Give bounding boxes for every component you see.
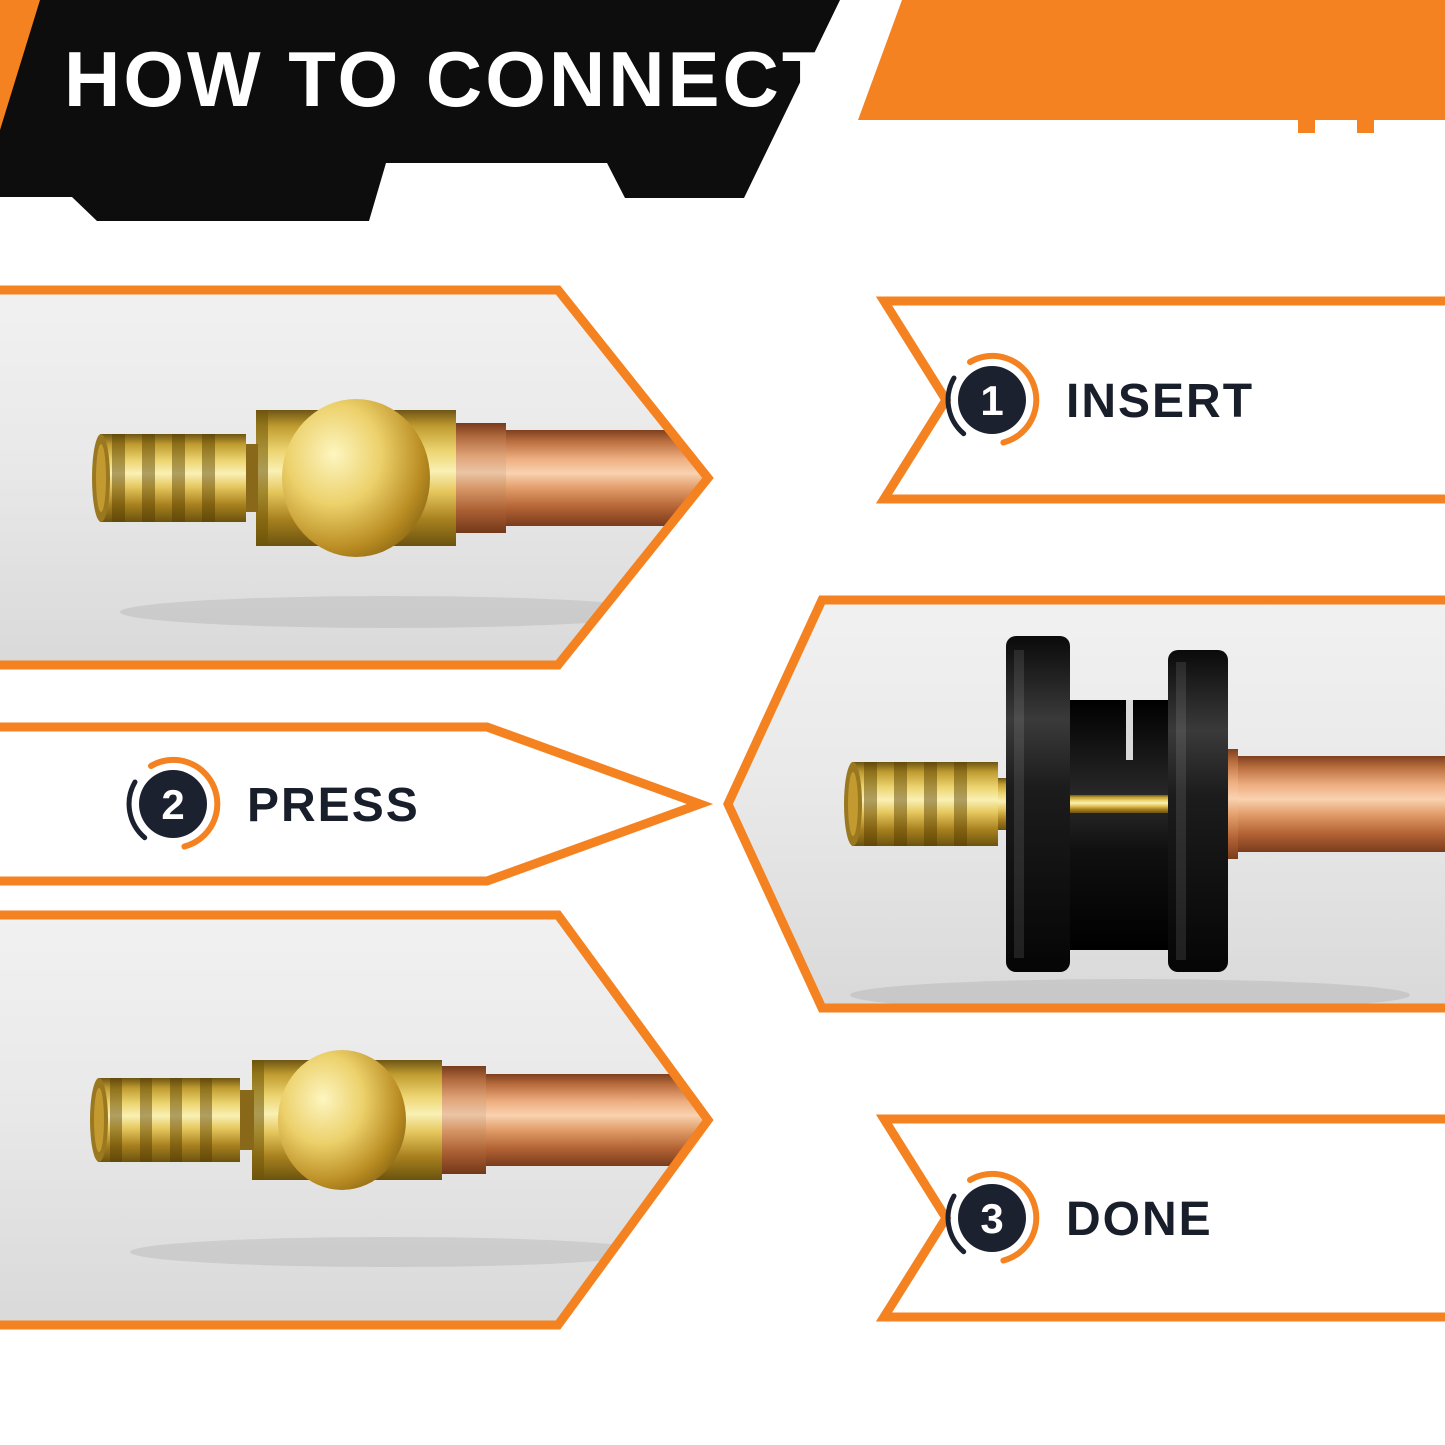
press-tool-right-flange <box>1168 650 1228 972</box>
fitting-illustration-step1 <box>92 399 708 628</box>
fitting3-endcap-inner <box>94 1088 104 1152</box>
step3-label-panel <box>875 1114 1445 1322</box>
fitting-illustration-step2 <box>844 636 1445 1008</box>
barb-groove <box>894 762 907 846</box>
fitting1-brass-bulge <box>282 399 430 557</box>
fitting2-shadow <box>850 979 1410 1008</box>
step3-number-circle <box>958 1184 1026 1252</box>
press-tool-left-flange <box>1006 636 1070 972</box>
header-banner <box>0 0 840 221</box>
step1-label-panel <box>875 296 1445 504</box>
badge-orange-arc-icon <box>148 756 221 850</box>
step3-number: 3 <box>980 1195 1003 1242</box>
step2-badge: 2 <box>126 756 221 850</box>
barb-groove <box>140 1078 152 1162</box>
barb-groove <box>112 434 125 522</box>
fitting3-brass-body-edge <box>252 1060 264 1180</box>
step1-badge: 1 <box>945 352 1040 446</box>
fitting3-brass-bulge <box>278 1050 406 1190</box>
fitting1-shadow <box>120 596 660 628</box>
step1-number-circle <box>958 366 1026 434</box>
fitting3-barb <box>98 1078 240 1162</box>
photo-panel-step1-border <box>0 285 714 670</box>
fitting1-brass-body-edge <box>256 410 268 546</box>
barb-groove <box>924 762 937 846</box>
fitting1-endcap-inner <box>96 444 106 512</box>
fitting3-neck-groove <box>238 1090 254 1150</box>
barb-groove <box>202 434 215 522</box>
step2-label-panel <box>0 722 714 886</box>
press-tool-highlight <box>1176 662 1186 960</box>
badge-dark-arc-icon <box>945 1193 967 1255</box>
fitting-illustration-step3 <box>90 1050 708 1267</box>
step2-number-circle <box>139 770 207 838</box>
barb-groove <box>172 434 185 522</box>
press-tool-slit <box>1126 700 1133 760</box>
step3-label: DONE <box>1066 1193 1213 1246</box>
barb-groove <box>954 762 967 846</box>
step2-label: PRESS <box>247 779 420 832</box>
page-title: HOW TO CONNECT <box>64 35 833 123</box>
barb-groove <box>142 434 155 522</box>
press-tool-highlight <box>1014 650 1024 958</box>
barb-groove <box>170 1078 182 1162</box>
step3-badge: 3 <box>945 1170 1040 1264</box>
step1-label: INSERT <box>1066 375 1254 428</box>
header-orange-block <box>858 0 1445 133</box>
badge-orange-arc-icon <box>967 352 1040 446</box>
photo-panel-step3-border <box>0 910 714 1330</box>
press-tool-seam-brass <box>1064 795 1174 813</box>
photo-panel-step2-border <box>723 595 1445 1013</box>
step2-number: 2 <box>161 781 184 828</box>
fitting1-copper-collar <box>456 423 506 533</box>
barb-groove <box>200 1078 212 1162</box>
fitting2-barb <box>852 762 998 846</box>
badge-dark-arc-icon <box>945 375 967 437</box>
press-tool-barrel <box>1064 700 1174 950</box>
badge-orange-arc-icon <box>967 1170 1040 1264</box>
fitting1-barb <box>100 434 246 522</box>
step1-number: 1 <box>980 377 1003 424</box>
badge-dark-arc-icon <box>126 779 148 841</box>
fitting1-copper-collar-shade <box>456 423 506 533</box>
barb-groove <box>864 762 877 846</box>
barb-groove <box>110 1078 122 1162</box>
fitting2-endcap-inner <box>848 772 858 836</box>
fitting3-shadow <box>130 1237 650 1267</box>
